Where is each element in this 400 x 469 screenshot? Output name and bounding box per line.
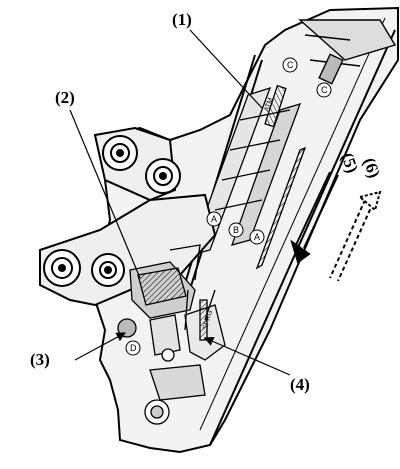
bolt-group	[43, 135, 181, 287]
marker-d: D	[130, 343, 137, 353]
reference-markers	[125, 57, 332, 356]
leader-lines	[69, 29, 291, 376]
outer-rail	[298, 19, 397, 85]
marker-b: B	[233, 225, 239, 235]
callout-1: (1)	[172, 10, 192, 29]
callout-6: (6)	[359, 155, 384, 180]
stamp-text-2: SPRG	[202, 310, 214, 331]
pin-assembly	[117, 289, 226, 425]
marker-a-left: A	[211, 214, 217, 224]
marker-a-right: A	[254, 232, 260, 242]
callout-4: (4)	[290, 375, 310, 394]
marker-c-lower: C	[321, 85, 328, 95]
callout-2: (2)	[55, 88, 75, 107]
direction-arrows	[290, 171, 382, 282]
callout-3: (3)	[30, 350, 50, 369]
marker-c-upper: C	[287, 60, 294, 70]
lock-mechanism	[129, 244, 201, 356]
stamp-text-1: ATM	[263, 97, 275, 113]
